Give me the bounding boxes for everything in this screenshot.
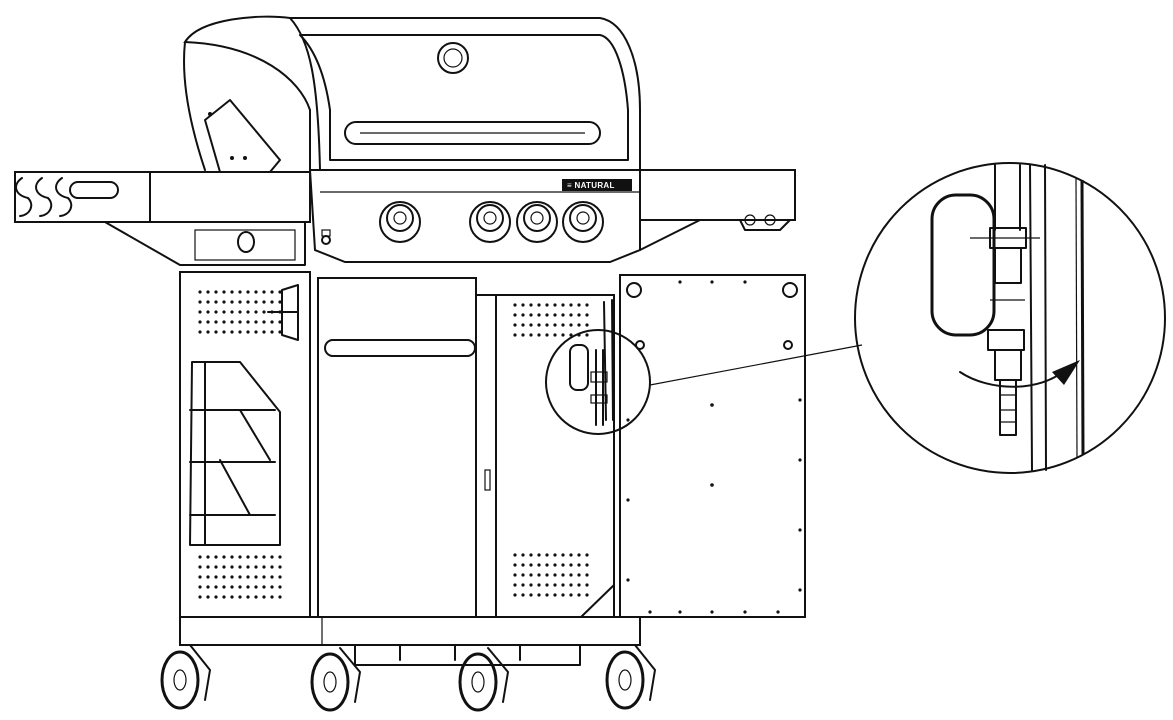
rotation-arc (959, 369, 1066, 388)
cart-base (179, 616, 641, 646)
right-door-open[interactable] (619, 274, 806, 618)
thermometer-icon (437, 42, 469, 74)
wheel-icon (458, 647, 509, 712)
wheel-icon (310, 647, 361, 712)
left-side-shelf (14, 171, 311, 266)
left-door[interactable] (317, 277, 477, 619)
hose-loop (930, 193, 996, 337)
cart-interior (495, 294, 615, 619)
vent-holes (198, 290, 282, 599)
control-panel: ≡ NATURAL (308, 169, 641, 263)
hook-icon (15, 177, 33, 217)
knob-icon[interactable] (562, 201, 604, 243)
knob-icon[interactable] (379, 201, 421, 243)
left-side-panel (179, 271, 311, 618)
hook-icon (55, 177, 73, 217)
hook-icon (35, 177, 53, 217)
right-side-shelf (639, 169, 796, 251)
detail-callout-small (545, 329, 863, 435)
lid-handle (344, 121, 601, 145)
wheel-icon (160, 644, 211, 710)
arrow-icon (1052, 360, 1080, 385)
cart-body (179, 271, 806, 666)
hose-connector-icon (970, 227, 1040, 436)
grill-lid (183, 15, 641, 173)
knob-icon[interactable] (516, 201, 558, 243)
brand-badge-text: ≡ NATURAL (567, 181, 615, 190)
wheel-icon (605, 644, 656, 710)
brand-badge (562, 179, 632, 191)
tank-rack (189, 361, 281, 546)
detail-callout-magnified (854, 162, 1166, 474)
knob-icon[interactable] (469, 201, 511, 243)
